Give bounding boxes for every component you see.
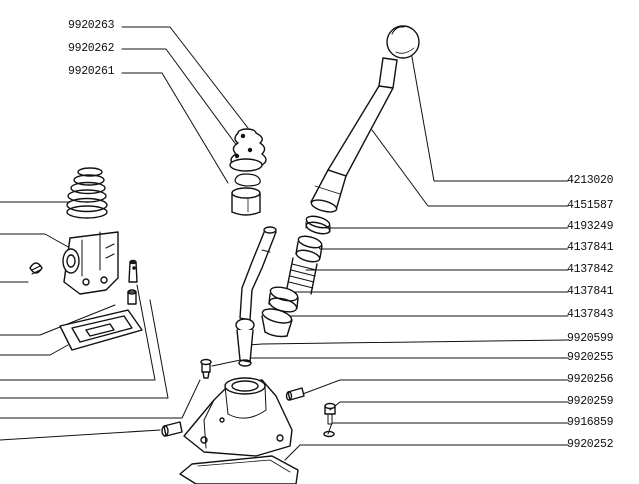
leader-9920261 [121, 72, 229, 184]
part-label-4137841-a: 4137841 [567, 241, 614, 254]
leader-9920263 [121, 26, 249, 129]
gear-knob [386, 25, 420, 59]
gate-plate [59, 309, 143, 351]
lube-fitting [285, 387, 305, 401]
shift-rod [235, 226, 277, 367]
leader-4193249 [319, 219, 569, 229]
part-label-9920263: 9920263 [68, 19, 115, 32]
leader-offpage-8 [0, 379, 201, 419]
leader-9920262 [121, 48, 241, 151]
side-fitting [161, 421, 183, 437]
guide-pin [127, 289, 137, 305]
lock-washer [323, 430, 335, 438]
part-label-9920255: 9920255 [567, 351, 614, 364]
bushing-stack [261, 215, 331, 338]
part-label-9920256: 9920256 [567, 373, 614, 386]
leader-offpage-4 [0, 344, 69, 356]
housing-gasket [179, 455, 299, 484]
part-label-9920252: 9920252 [567, 438, 614, 451]
gear-lever [310, 57, 398, 213]
leader-9920255 [211, 357, 569, 367]
part-label-9916859: 9916859 [567, 416, 614, 429]
bush-9920261 [231, 187, 261, 216]
leader-offpage-9 [0, 429, 161, 441]
leader-offpage-2 [0, 233, 71, 249]
leader-offpage-7 [0, 299, 169, 399]
lever-bracket [62, 231, 119, 295]
leader-4137841-a [314, 239, 569, 250]
part-label-9920599: 9920599 [567, 332, 614, 345]
leader-offpage-5 [0, 304, 116, 336]
rubber-boot [229, 128, 267, 172]
leader-4213020 [409, 45, 569, 182]
breather-fitting [200, 358, 212, 379]
leader-offpage-6 [0, 284, 156, 381]
part-label-4137843: 4137843 [567, 308, 614, 321]
part-label-9920261: 9920261 [68, 65, 115, 78]
part-label-9920259: 9920259 [567, 395, 614, 408]
leader-9920252 [284, 444, 569, 461]
leader-4151587 [371, 129, 569, 207]
part-label-4137842: 4137842 [567, 263, 614, 276]
leader-9920256 [299, 379, 569, 396]
leader-9916859 [327, 422, 569, 435]
compression-spring [66, 167, 108, 219]
leader-9920599 [247, 339, 569, 346]
detent-pin [128, 259, 138, 283]
leader-9920259 [329, 401, 569, 411]
gear-housing [183, 377, 293, 457]
cap-screw [324, 402, 336, 425]
circlip [234, 173, 261, 187]
part-label-4193249: 4193249 [567, 220, 614, 233]
part-label-4151587: 4151587 [567, 199, 614, 212]
part-label-4213020: 4213020 [567, 174, 614, 187]
part-label-4137841-b: 4137841 [567, 285, 614, 298]
spring-clip [29, 262, 43, 275]
part-label-9920262: 9920262 [68, 42, 115, 55]
